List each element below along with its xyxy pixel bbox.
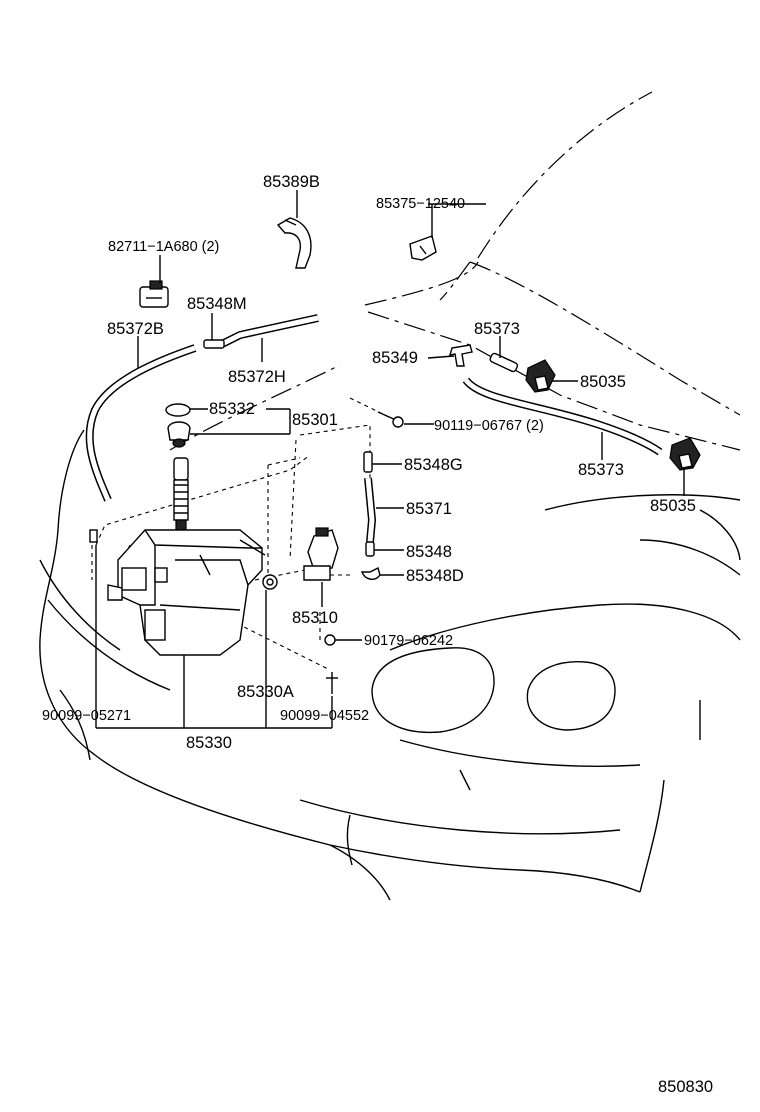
label-85310: 85310 bbox=[292, 609, 338, 627]
clip-90099-05271 bbox=[89, 529, 98, 543]
clip-85375 bbox=[409, 235, 437, 261]
label-85301: 85301 bbox=[292, 411, 338, 429]
label-85332: 85332 bbox=[209, 400, 255, 418]
pump-85310 bbox=[303, 527, 339, 581]
label-90179: 90179−06242 bbox=[364, 633, 453, 649]
label-85035-bottom: 85035 bbox=[650, 497, 696, 515]
label-85035-top: 85035 bbox=[580, 373, 626, 391]
label-85371: 85371 bbox=[406, 500, 452, 518]
hose-85373-short bbox=[489, 352, 519, 373]
grommet-85330A bbox=[262, 574, 278, 590]
washer-tank-85330 bbox=[107, 529, 266, 656]
screw-90099-04552 bbox=[326, 672, 338, 694]
leader-lines bbox=[95, 190, 685, 729]
label-85349: 85349 bbox=[372, 349, 418, 367]
label-85348M: 85348M bbox=[187, 295, 247, 313]
label-85375: 85375−12540 bbox=[376, 196, 465, 212]
label-85330: 85330 bbox=[186, 734, 232, 752]
label-85389B: 85389B bbox=[263, 173, 320, 191]
part-labels: 85389B 85375−12540 82711−1A680 (2) 85348… bbox=[42, 173, 713, 1096]
label-85373-top: 85373 bbox=[474, 320, 520, 338]
clamp-85389B bbox=[276, 217, 312, 269]
nozzle-85035-top bbox=[525, 359, 556, 393]
label-85348: 85348 bbox=[406, 543, 452, 561]
hose-upper bbox=[316, 256, 368, 320]
clip-90179 bbox=[324, 634, 336, 646]
filler-neck bbox=[173, 457, 189, 533]
bolt-90119 bbox=[377, 411, 404, 428]
diagram-id: 850830 bbox=[658, 1078, 713, 1096]
label-85348G: 85348G bbox=[404, 456, 463, 474]
joint-85349 bbox=[449, 344, 473, 367]
label-85348D: 85348D bbox=[406, 567, 464, 585]
label-90099-04552: 90099−04552 bbox=[280, 708, 369, 724]
label-90099-05271: 90099−05271 bbox=[42, 708, 131, 724]
label-90119: 90119−06767 (2) bbox=[434, 418, 544, 434]
nozzle-85035-bottom bbox=[669, 437, 701, 471]
hose-85371-assy bbox=[360, 451, 381, 580]
cap-85332 bbox=[165, 403, 191, 448]
label-85373-bottom: 85373 bbox=[578, 461, 624, 479]
connector-82711 bbox=[139, 280, 169, 308]
label-82711: 82711−1A680 (2) bbox=[108, 239, 219, 255]
hose-85372 bbox=[85, 314, 319, 502]
label-85372B: 85372B bbox=[107, 320, 164, 338]
label-85330A: 85330A bbox=[237, 683, 294, 701]
hose-85373-long bbox=[462, 377, 663, 456]
car-body-outline bbox=[39, 91, 741, 901]
label-85372H: 85372H bbox=[228, 368, 286, 386]
